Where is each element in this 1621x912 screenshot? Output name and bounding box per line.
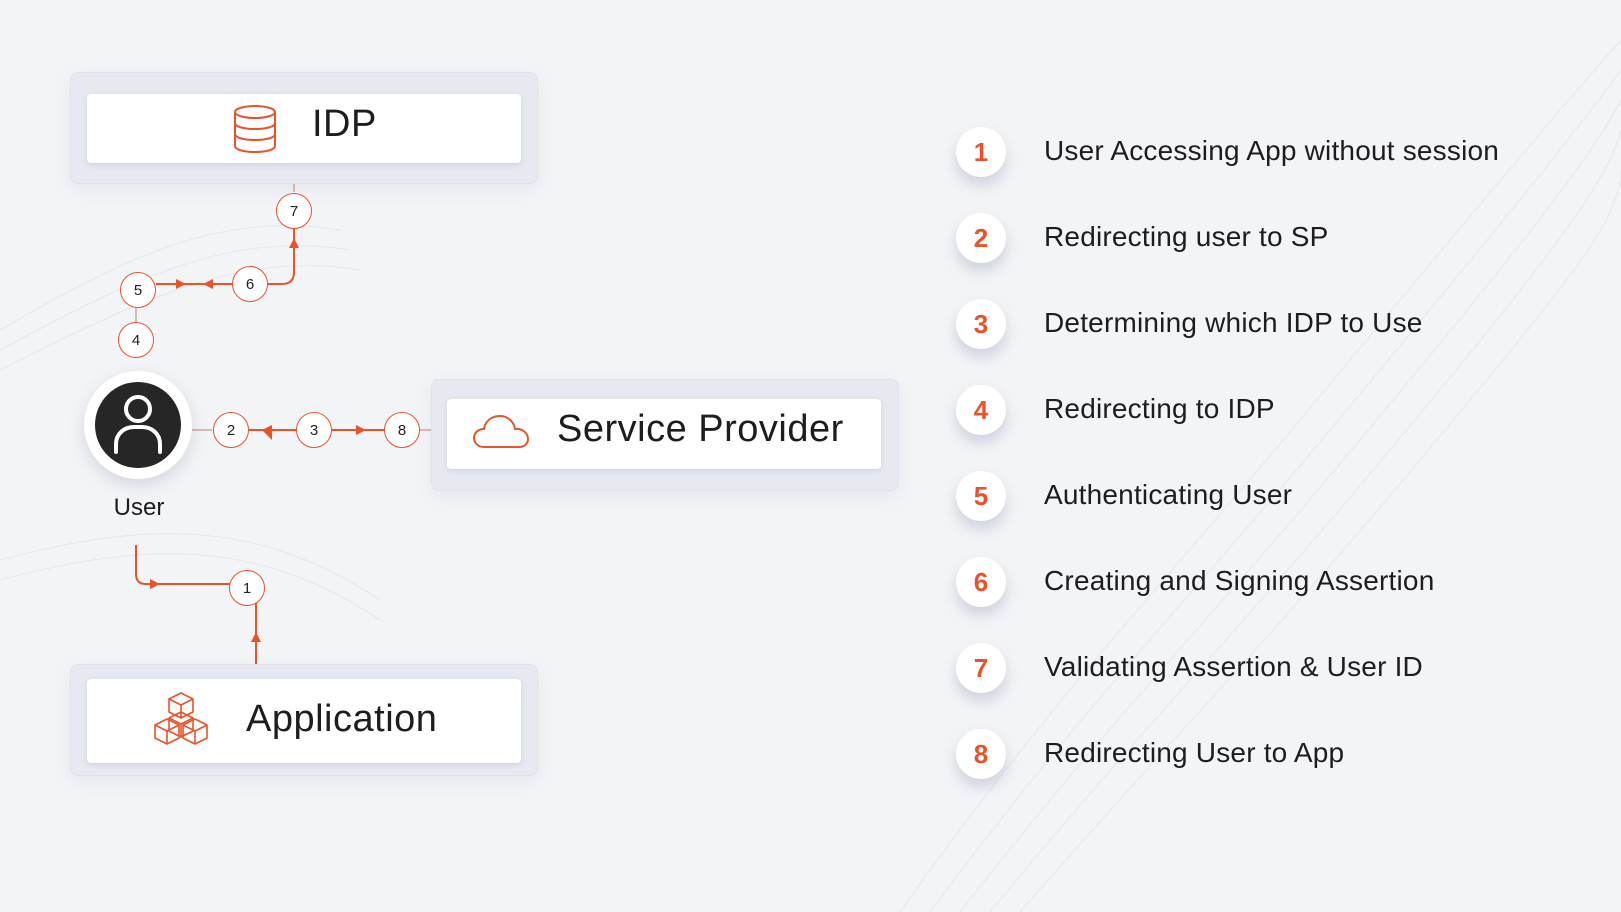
legend-number-badge: 7 (956, 643, 1006, 693)
legend-item-5: 5 Authenticating User (956, 471, 1596, 557)
legend-number-badge: 6 (956, 557, 1006, 607)
legend-text: Determining which IDP to Use (1044, 307, 1423, 338)
legend-number-badge: 8 (956, 729, 1006, 779)
arrow-right-5 (176, 279, 186, 289)
legend-number-badge: 3 (956, 299, 1006, 349)
arrow-up-7 (289, 238, 299, 248)
arrow-up-1 (251, 632, 261, 642)
legend-text: Redirecting User to App (1044, 737, 1345, 768)
legend-text: User Accessing App without session (1044, 135, 1500, 166)
legend-item-2: 2 Redirecting user to SP (956, 213, 1596, 299)
step-node-2: 2 (213, 412, 249, 448)
legend-item-3: 3 Determining which IDP to Use (956, 299, 1596, 385)
legend-text: Creating and Signing Assertion (1044, 565, 1435, 596)
user-label: User (113, 494, 165, 521)
legend-number-badge: 5 (956, 471, 1006, 521)
step-node-3: 3 (296, 412, 332, 448)
step-node-8: 8 (384, 412, 420, 448)
legend-item-6: 6 Creating and Signing Assertion (956, 557, 1596, 643)
step-node-5: 5 (120, 272, 156, 308)
legend-text: Validating Assertion & User ID (1044, 651, 1423, 682)
arrow-left-2 (262, 425, 272, 440)
service-provider-label: Service Provider (557, 408, 844, 450)
user-icon (114, 395, 162, 454)
cubes-icon (154, 692, 208, 745)
legend-item-1: 1 User Accessing App without session (956, 127, 1596, 213)
arrow-right-8 (356, 425, 366, 435)
connector-user-1 (135, 545, 230, 585)
step-node-4: 4 (118, 322, 154, 358)
step-node-1: 1 (229, 570, 265, 606)
step-node-6: 6 (232, 266, 268, 302)
idp-label: IDP (312, 103, 377, 145)
application-label: Application (246, 698, 438, 740)
legend-number-badge: 4 (956, 385, 1006, 435)
legend-item-8: 8 Redirecting User to App (956, 729, 1596, 815)
connector-7-6 (268, 228, 295, 285)
legend-item-7: 7 Validating Assertion & User ID (956, 643, 1596, 729)
legend-text: Redirecting to IDP (1044, 393, 1275, 424)
idp-box (87, 94, 521, 163)
database-icon (234, 105, 276, 153)
arrow-right-1 (150, 579, 160, 589)
application-box (87, 679, 521, 763)
cloud-icon (472, 414, 530, 448)
step-legend: 1 User Accessing App without session 2 R… (956, 127, 1596, 815)
legend-number-badge: 1 (956, 127, 1006, 177)
step-node-7: 7 (276, 193, 312, 229)
legend-number-badge: 2 (956, 213, 1006, 263)
service-provider-box (447, 399, 881, 469)
legend-text: Authenticating User (1044, 479, 1293, 510)
legend-item-4: 4 Redirecting to IDP (956, 385, 1596, 471)
arrow-left-6 (203, 279, 213, 289)
legend-text: Redirecting user to SP (1044, 221, 1329, 252)
